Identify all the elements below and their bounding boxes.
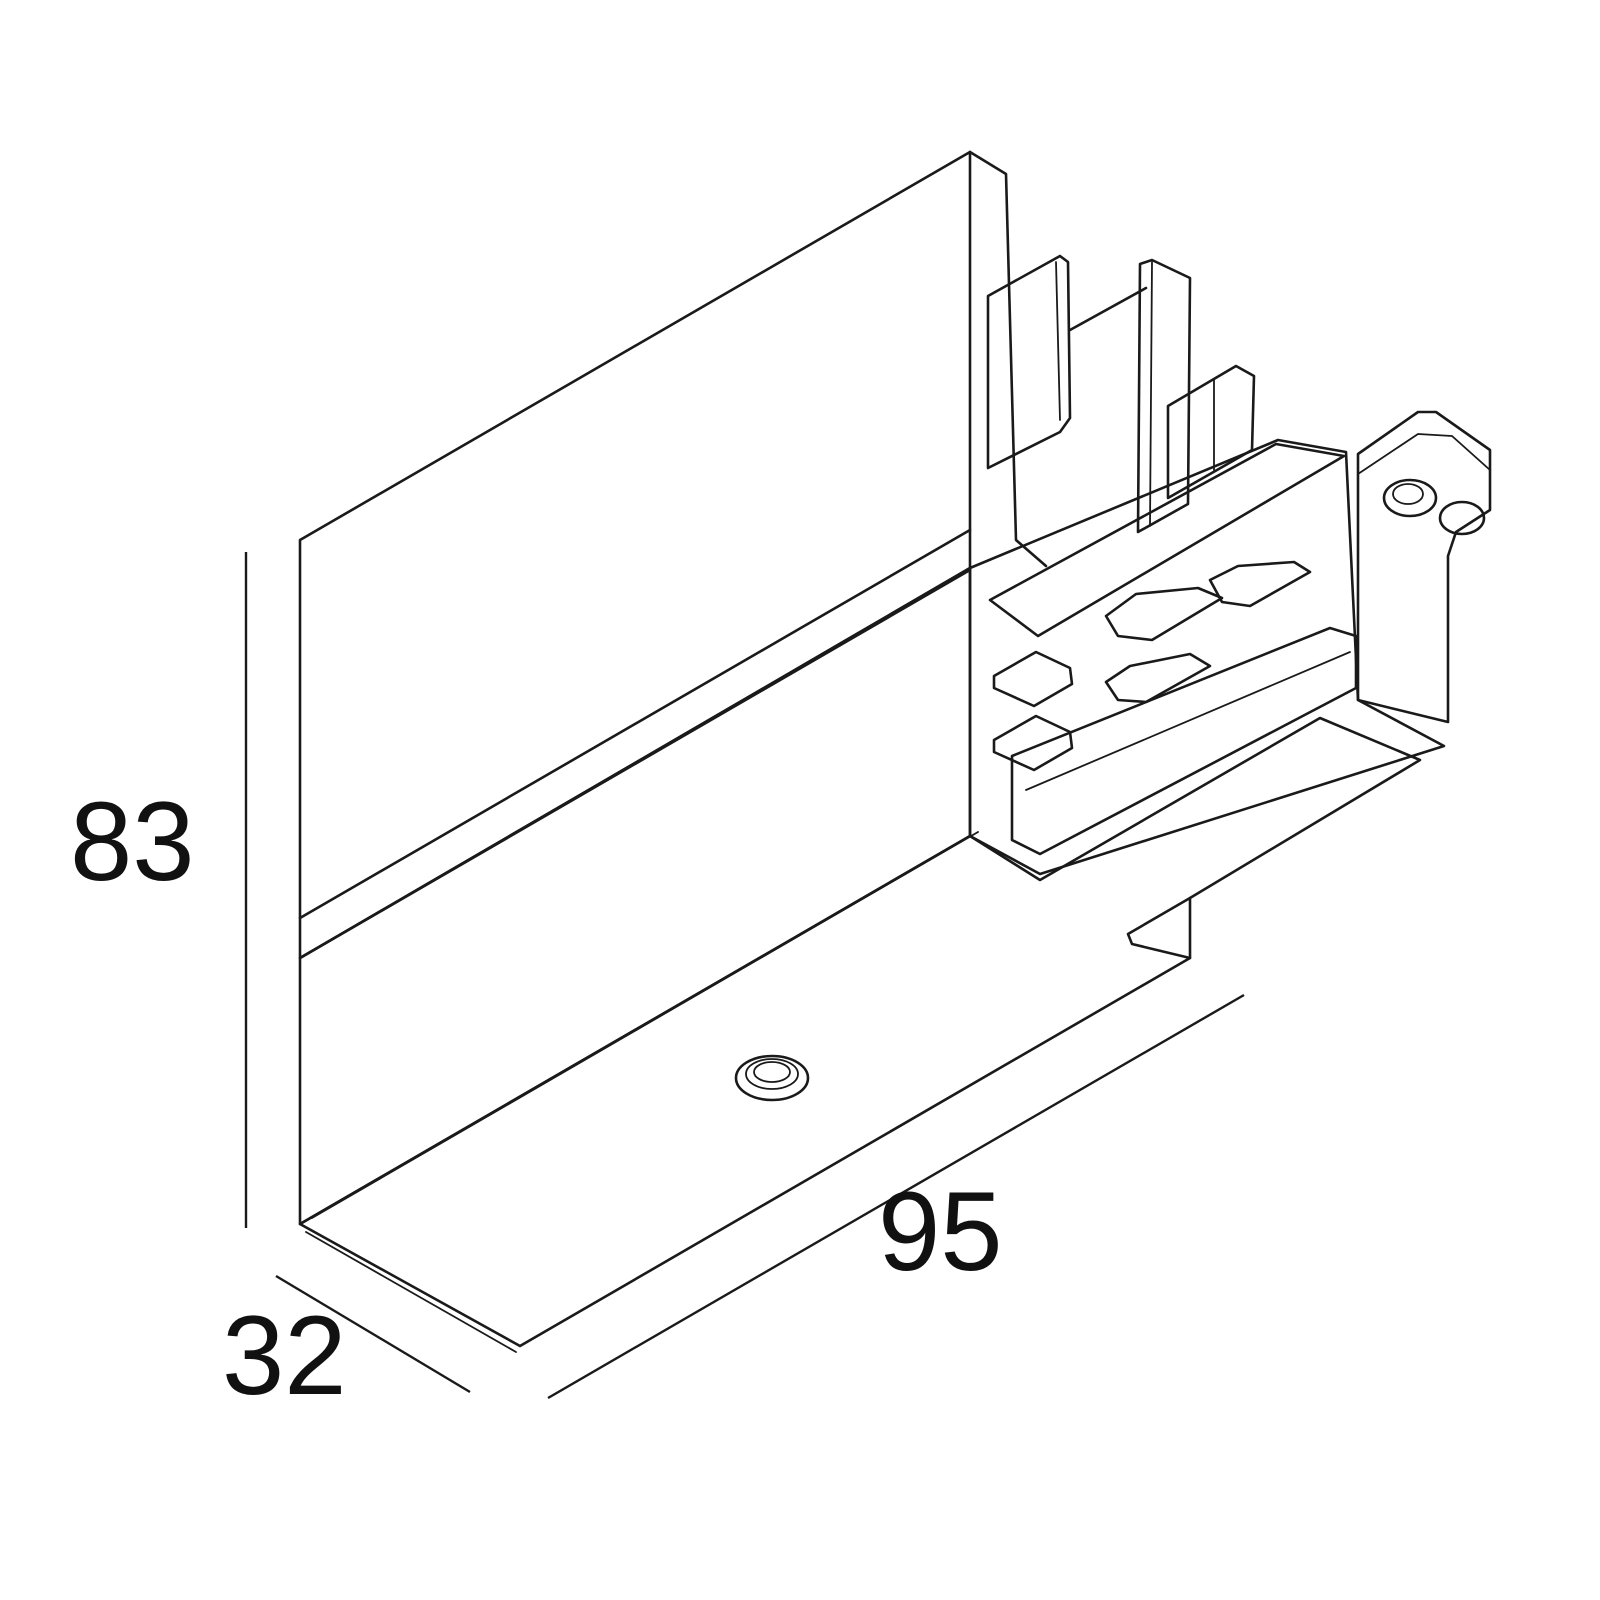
housing-bottom-step [1126,896,1192,960]
housing-bottom-inner-edge-2 [305,1231,517,1353]
socket-rail-line [1025,651,1351,791]
prong-rear-plate [968,150,1048,568]
prong-center-edge [1149,261,1153,527]
housing-band-line-2 [298,568,972,960]
length-dimension-label: 95 [878,1169,1003,1294]
clamp-knob [1438,500,1486,536]
socket-opening-2 [1208,560,1312,608]
length-dimension-line [547,993,1245,1400]
prong-left [986,254,1072,470]
clamp-screw-inner [1392,483,1424,505]
housing-lower-face [298,566,972,1226]
socket-rail [1010,626,1358,856]
socket-opening-3 [1104,652,1212,704]
housing-bottom-face [298,716,1422,1348]
bottom-screw-head [753,1061,791,1083]
prong-right [1166,364,1256,500]
depth-dimension-line [275,1274,471,1394]
clamp-screw-outer [1382,478,1438,518]
housing-band-line [298,528,972,920]
bottom-screw-inner [745,1058,799,1090]
depth-dimension-label: 32 [222,1293,347,1418]
clamp-housing-outline [1356,410,1492,724]
clamp-housing-top [1357,433,1491,475]
dimension-lines [244,552,1245,1400]
housing-body [298,150,1422,1353]
socket-block [968,438,1446,876]
prong-left-edge [1055,261,1061,421]
side-slot-1 [992,650,1074,708]
socket-block-outline [968,438,1446,876]
contact-prongs [968,150,1256,568]
housing-front-face [298,150,972,960]
socket-top-face [988,442,1346,638]
prong-center [1136,258,1192,534]
prong-bridge [1068,286,1148,332]
clamp-housing [1356,410,1492,724]
housing-bottom-inner-edge [311,831,979,1219]
side-slot-2 [992,714,1074,772]
socket-opening-1 [1104,586,1224,642]
bottom-screw-outer [734,1054,810,1102]
height-dimension-label: 83 [70,779,195,904]
